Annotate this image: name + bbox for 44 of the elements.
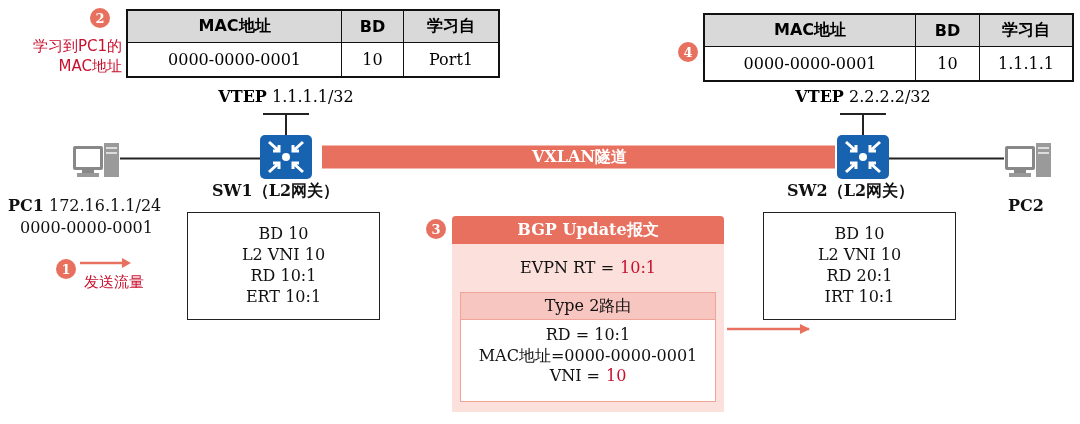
message-box	[452, 216, 724, 412]
vtep-label: VTEP 1.1.1.1/32	[218, 87, 354, 106]
vtep-label: VTEP 2.2.2.2/32	[795, 87, 931, 106]
route-box	[460, 292, 716, 402]
note-text: 学习到PC1的MAC地址	[31, 36, 122, 76]
info-text: L2 VNI 10	[241, 244, 326, 265]
step-number: 1	[56, 259, 76, 279]
table-header: MAC地址	[705, 15, 916, 47]
table-header: BD	[342, 11, 404, 43]
info-text: RD 20:1	[826, 265, 893, 286]
info-text: RD 10:1	[250, 265, 317, 286]
step-number: 3	[426, 219, 446, 239]
tunnel	[322, 145, 835, 169]
table-header: MAC地址	[128, 11, 342, 43]
device-label: PC2	[1008, 196, 1044, 215]
device-label: PC1 172.16.1.1/24	[8, 196, 162, 215]
device-label: SW1（L2网关）	[212, 181, 340, 202]
value-text: 10:1	[620, 258, 656, 277]
device-label: 0000-0000-0001	[20, 218, 153, 237]
message-header: BGP Update报文	[452, 216, 724, 244]
route-text: RD = 10:1	[545, 324, 631, 345]
info-text: L2 VNI 10	[817, 244, 902, 265]
device-label: SW2（L2网关）	[787, 181, 915, 202]
field-text: VNI =	[549, 366, 600, 385]
connector-line	[888, 157, 1005, 160]
arrow	[727, 324, 810, 334]
table-header: 学习自	[404, 11, 498, 43]
route-header: Type 2路由	[461, 293, 715, 320]
step-number: 4	[678, 42, 698, 62]
edge-label: VXLAN隧道	[531, 146, 628, 168]
route-text: MAC地址=0000-0000-0001	[478, 345, 698, 366]
info-text: BD 10	[258, 223, 309, 244]
table-header: BD	[916, 15, 980, 47]
info-text: BD 10	[834, 223, 885, 244]
value-text: 10	[606, 366, 627, 385]
table-header: 学习自	[980, 15, 1072, 47]
info-text: IRT 10:1	[824, 286, 895, 307]
step-number: 2	[90, 8, 110, 28]
info-text: ERT 10:1	[245, 286, 322, 307]
info-box	[187, 212, 380, 320]
info-box	[763, 212, 956, 320]
note-text: 发送流量	[84, 272, 144, 292]
field-text: EVPN RT =	[520, 258, 615, 277]
connector-line	[119, 157, 261, 160]
